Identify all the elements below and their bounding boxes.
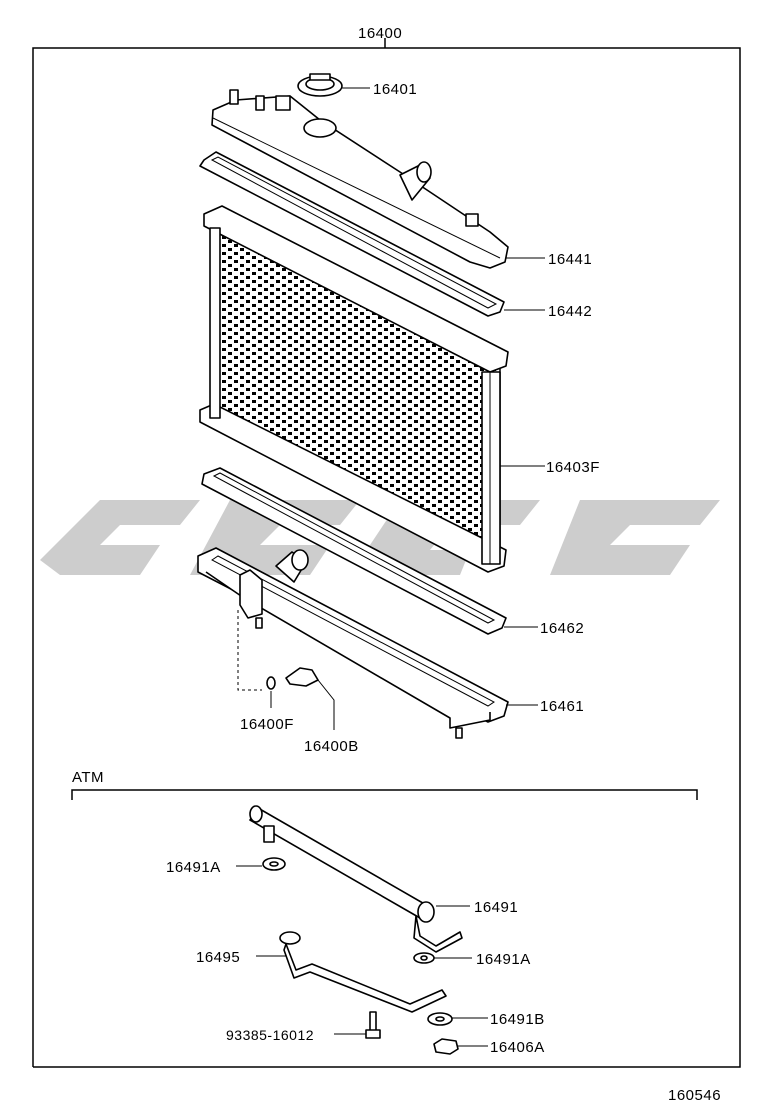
oil-cooler-hose (279, 931, 447, 1013)
leader-lines-lower (236, 865, 488, 1047)
label-cap: 16401 (373, 81, 417, 98)
upper-gasket (199, 151, 505, 317)
label-nut: 16406A (490, 1039, 545, 1056)
label-drain-cock: 16400B (304, 738, 359, 755)
nut (433, 1038, 459, 1055)
label-cooler-washer-b: 16491B (490, 1011, 545, 1028)
upper-tank (211, 89, 509, 269)
label-lower-gasket: 16462 (540, 620, 584, 637)
figure-number: 160546 (668, 1087, 721, 1104)
outer-frame (32, 38, 741, 1068)
washer-b (427, 1012, 453, 1026)
label-lower-tank: 16461 (540, 698, 584, 715)
lower-gasket (201, 467, 507, 635)
label-drain-oring: 16400F (240, 716, 294, 733)
label-cooler-hose: 16495 (196, 949, 240, 966)
label-assembly: 16400 (358, 25, 402, 42)
atm-bracket (71, 789, 698, 800)
label-cooler-pipe: 16491 (474, 899, 518, 916)
leader-lines-upper (342, 87, 545, 706)
label-upper-tank: 16441 (548, 251, 592, 268)
label-cooler-washer-lower: 16491A (476, 951, 531, 968)
washer-lower (413, 952, 435, 964)
bolt (365, 1011, 381, 1039)
label-upper-gasket: 16442 (548, 303, 592, 320)
radiator-core (199, 205, 509, 573)
washer-upper (262, 857, 286, 871)
oil-cooler-pipe (249, 805, 463, 953)
label-core: 16403F (546, 459, 600, 476)
label-bolt: 93385-16012 (226, 1027, 314, 1043)
radiator-cap (297, 73, 343, 97)
label-atm-section: ATM (72, 769, 104, 786)
lower-tank (197, 547, 509, 739)
drain-cock (237, 610, 335, 730)
label-cooler-washer-upper: 16491A (166, 859, 221, 876)
